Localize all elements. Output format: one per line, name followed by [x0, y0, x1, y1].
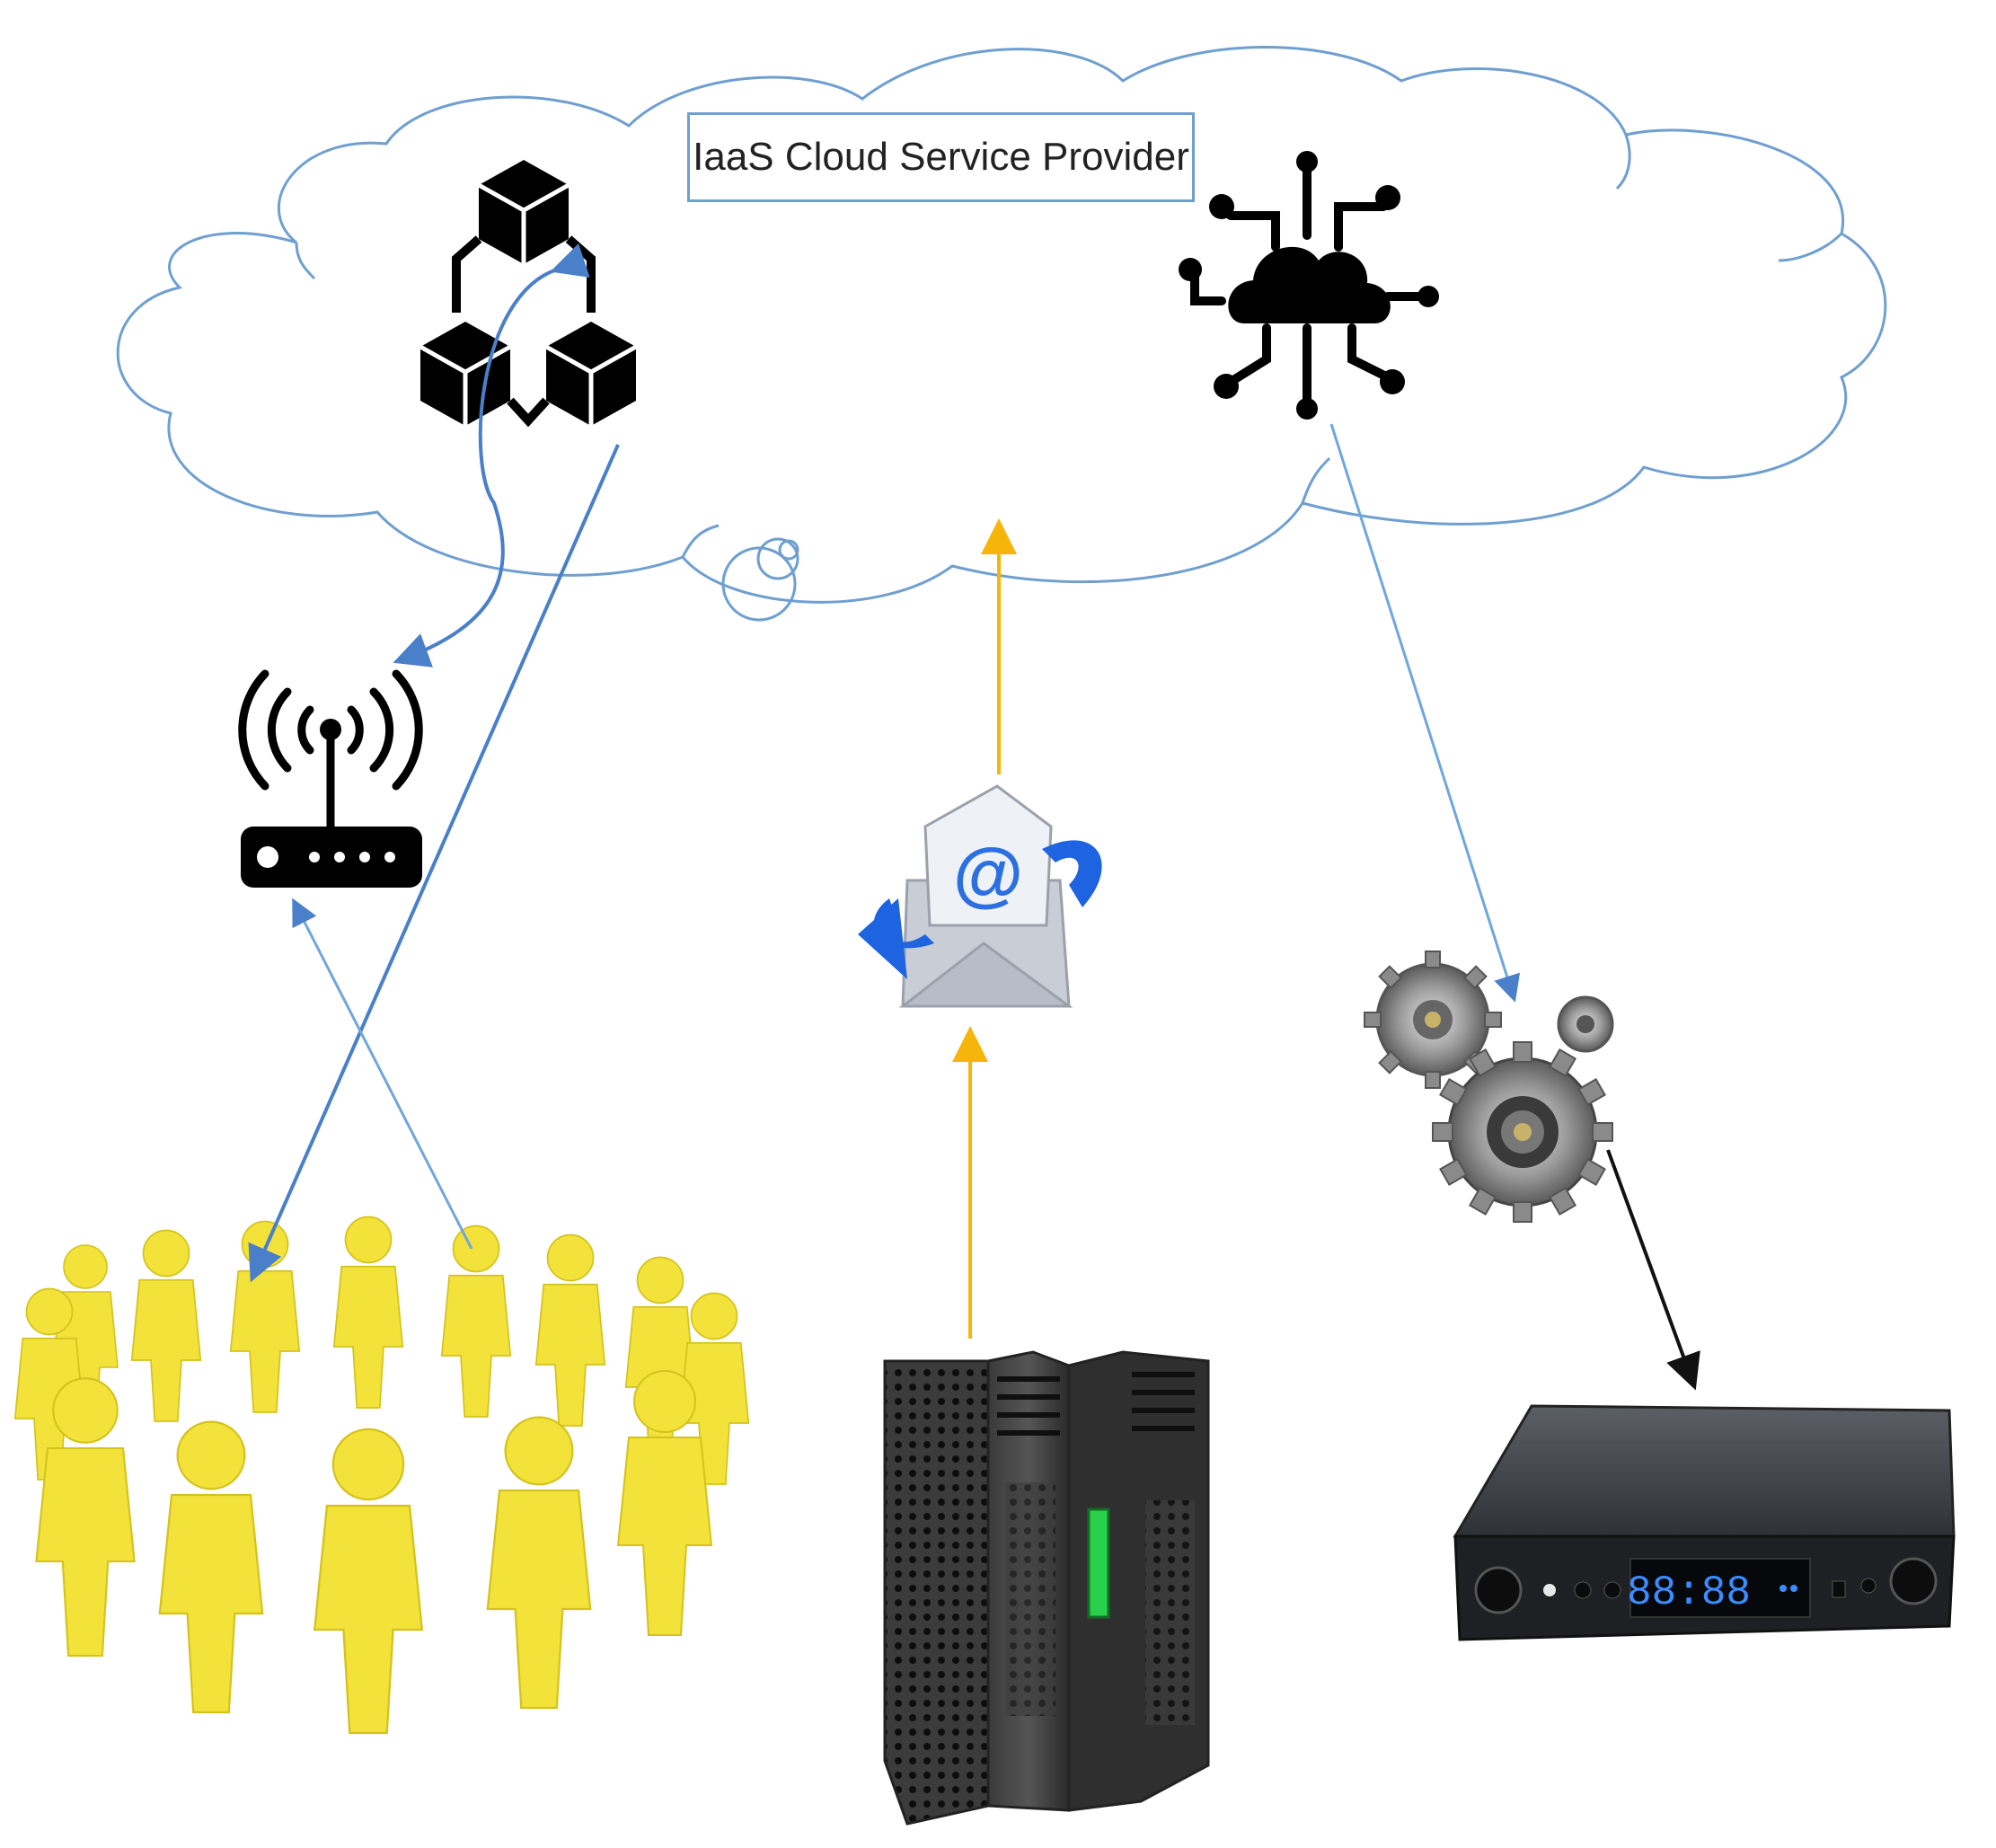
- arrow-people-router: [292, 897, 473, 1250]
- svg-text:@: @: [953, 834, 1023, 914]
- arrow-cubes-people: [248, 444, 620, 1283]
- gears-icon: [1364, 951, 1614, 1223]
- email-icon: @: [858, 784, 1102, 1008]
- clock-display: 88:88: [1627, 1569, 1751, 1616]
- provider-label-box: IaaS Cloud Service Provider: [687, 112, 1195, 202]
- server-tower-icon: [883, 1350, 1210, 1826]
- people-circle-icon: [13, 1216, 750, 1735]
- set-top-box-icon: 88:88: [1453, 1404, 1956, 1641]
- arrow-cloud-gears: [1329, 423, 1521, 1003]
- cloud-network-icon: [1179, 151, 1439, 420]
- cloud-shape: [116, 46, 1887, 622]
- arrow-gears-box: [1606, 1149, 1700, 1391]
- provider-label: IaaS Cloud Service Provider: [693, 135, 1189, 179]
- arrow-cubes-router: [393, 243, 590, 668]
- wifi-router-icon: [238, 669, 423, 888]
